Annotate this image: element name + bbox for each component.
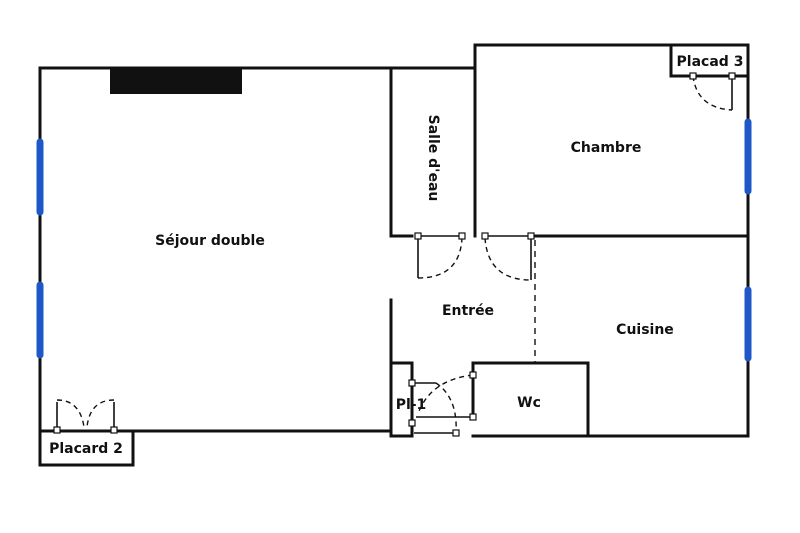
pl1-door-swing bbox=[435, 382, 457, 434]
wc-hinge-bottom bbox=[469, 413, 477, 421]
room-pl1: Pl-1 bbox=[389, 361, 460, 438]
placard2-walls bbox=[38, 429, 135, 467]
room-salle-deau: Salle d'eau bbox=[389, 66, 477, 238]
room-label-wc: Wc bbox=[517, 395, 541, 411]
room-label-placard3: Placad 3 bbox=[677, 54, 744, 70]
room-label-pl1: Pl-1 bbox=[396, 397, 427, 413]
placard2-hinge-right bbox=[110, 426, 118, 434]
placard3-door-swing bbox=[692, 75, 733, 111]
entree-doors bbox=[414, 232, 535, 281]
door-salle-deau-hinge-right bbox=[458, 232, 466, 240]
pl1-hinge-mid bbox=[408, 419, 416, 427]
room-chambre: Chambre bbox=[473, 43, 752, 238]
room-label-salle-deau: Salle d'eau bbox=[425, 115, 441, 202]
placard2-door-right-swing bbox=[86, 399, 115, 428]
pl1-walls bbox=[389, 361, 414, 438]
placard3-hinge-left bbox=[689, 72, 697, 80]
pl1-hinge-bottom bbox=[452, 429, 460, 437]
placard3-walls bbox=[669, 43, 750, 78]
wc-walls bbox=[471, 361, 590, 438]
sejour-walls bbox=[38, 66, 393, 433]
room-wc: Wc bbox=[416, 361, 590, 438]
room-label-sejour: Séjour double bbox=[155, 233, 265, 249]
room-label-placard2: Placard 2 bbox=[49, 441, 123, 457]
wc-hinge-top bbox=[469, 371, 477, 379]
room-placard2: Placard 2 bbox=[38, 399, 135, 467]
placard2-door-left-swing bbox=[56, 399, 85, 428]
room-sejour: Séjour double bbox=[36, 66, 393, 433]
room-placard3: Placad 3 bbox=[669, 43, 750, 111]
door-chambre-swing bbox=[484, 237, 532, 281]
placard2-hinge-left bbox=[53, 426, 61, 434]
room-label-entree: Entrée bbox=[442, 303, 494, 319]
wc-door-swing bbox=[417, 374, 474, 415]
pl1-hinge-top bbox=[408, 379, 416, 387]
placard3-hinge-right bbox=[728, 72, 736, 80]
door-chambre-hinge-left bbox=[481, 232, 489, 240]
door-salle-deau-hinge-left bbox=[414, 232, 422, 240]
room-cuisine: Cuisine bbox=[586, 234, 752, 438]
room-entree: Entrée bbox=[389, 240, 536, 433]
door-chambre-hinge-right bbox=[527, 232, 535, 240]
door-salle-deau-swing bbox=[417, 237, 463, 279]
chambre-walls bbox=[473, 43, 750, 238]
salle-deau-walls bbox=[389, 66, 477, 238]
fireplace bbox=[110, 68, 242, 94]
room-label-cuisine: Cuisine bbox=[616, 322, 674, 338]
room-label-chambre: Chambre bbox=[571, 140, 642, 156]
